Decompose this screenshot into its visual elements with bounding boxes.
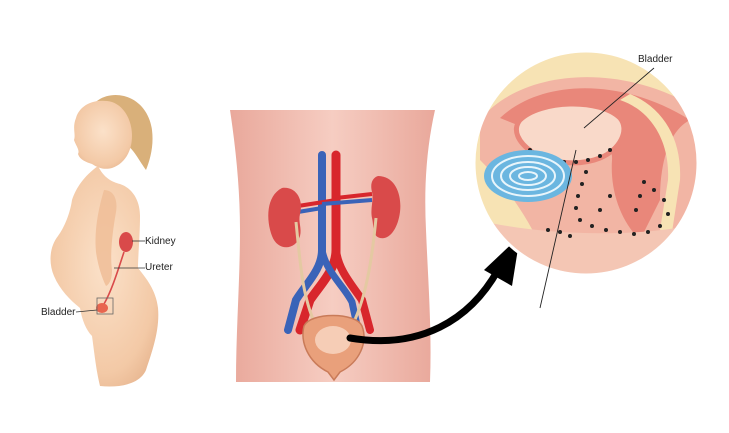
vena-cava-right-branch [318, 246, 362, 334]
renal-vein-left [297, 206, 323, 214]
bladder-zoom-leader [583, 67, 655, 129]
curved-arrow-icon [346, 236, 520, 345]
bladder-label-left: Bladder [41, 307, 76, 318]
kidney-left [268, 187, 302, 248]
child-figure [50, 94, 159, 387]
child-bladder [96, 303, 108, 313]
ureter-label: Ureter [145, 262, 173, 273]
kidney-label: Kidney [145, 236, 176, 247]
renal-artery-left [297, 198, 337, 208]
tissue-band-mid [500, 88, 690, 241]
zoom-pointer-line [539, 149, 577, 309]
bladder-highlight-box [96, 297, 114, 315]
zoom-circle [472, 49, 700, 309]
child-arm [95, 190, 117, 286]
blue-swirl [484, 150, 572, 202]
child-head [74, 100, 132, 169]
tissue-band-stripe [620, 94, 681, 232]
urinary-tract-panel [230, 110, 435, 382]
child-kidney [119, 232, 133, 252]
renal-artery-right [335, 192, 373, 200]
bladder-label-zoom: Bladder [638, 54, 673, 65]
kidney-right [371, 176, 401, 239]
bladder-middle-inner [315, 326, 351, 354]
bladder-leader [75, 309, 98, 313]
renal-vein-right [321, 198, 373, 206]
child-ureter [103, 251, 125, 305]
